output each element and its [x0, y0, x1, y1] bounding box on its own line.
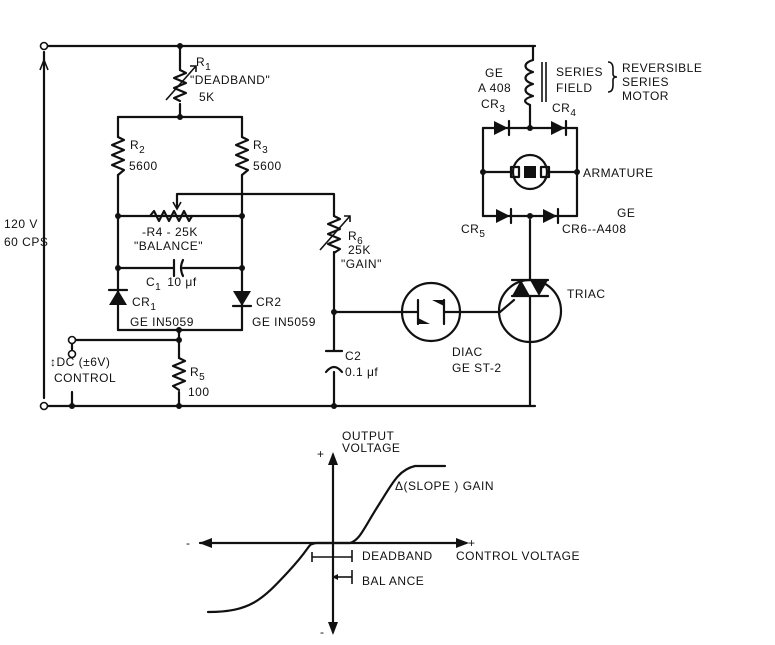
wiring: [42, 44, 537, 408]
r6-gain-resistor: [319, 214, 351, 255]
dc-control-line2: CONTROL: [54, 371, 116, 385]
cr1-diode: [107, 288, 129, 305]
r4-label: -R4 - 25K: [142, 225, 198, 239]
response-curve: [206, 464, 447, 614]
terminal-bottom-left: [39, 401, 49, 411]
transfer-graph: OUTPUT VOLTAGE + - - + CONTROL VOLTAGE Δ…: [186, 429, 580, 639]
motor-title-line2: SERIES: [622, 75, 669, 89]
source-arrow: [39, 57, 49, 395]
r4-balance-label: "BALANCE": [134, 239, 203, 253]
diac-symbol: [398, 281, 464, 343]
y-minus: -: [320, 625, 325, 639]
triac-symbol: [497, 278, 563, 344]
r1-deadband-label: "DEADBAND": [190, 73, 270, 87]
r2-label: R2: [130, 138, 145, 156]
r5-resistor: [171, 356, 187, 392]
cr2-diode: [231, 291, 253, 308]
balance-label: BAL ANCE: [362, 574, 424, 588]
armature-label: ARMATURE: [583, 166, 653, 180]
r1-deadband-resistor: [165, 65, 197, 103]
terminal-dc-bottom: [67, 349, 77, 359]
r2-resistor: [110, 135, 126, 177]
component-labels: R1 "DEADBAND" 5K R2 5600 R3 5600 -R4 - 2…: [4, 55, 702, 399]
cr6-label: CR6--A408: [562, 222, 627, 236]
r1-value: 5K: [199, 90, 215, 104]
c2-capacitor: [324, 349, 344, 374]
terminal-top-left: [39, 41, 49, 51]
x-minus: -: [186, 536, 191, 550]
r6-gain-label: "GAIN": [341, 257, 382, 271]
series-field-coil: [524, 58, 547, 107]
cr3-label: CR3: [481, 97, 505, 115]
y-axis-label-line2: VOLTAGE: [342, 441, 400, 455]
r5-label: R5: [190, 365, 205, 383]
motor-ge: GE: [485, 66, 503, 80]
series-field-line2: FIELD: [556, 81, 593, 95]
field-brace: [607, 61, 618, 93]
cr1-part: GE IN5059: [130, 315, 194, 329]
x-axis-label: CONTROL VOLTAGE: [456, 549, 580, 563]
r2-value: 5600: [129, 159, 158, 173]
diac-part: GE ST-2: [452, 361, 502, 375]
motor-title-line3: MOTOR: [622, 89, 669, 103]
slope-gain-label: Δ(SLOPE ) GAIN: [395, 479, 494, 493]
deadband-label: DEADBAND: [362, 549, 433, 563]
c2-label: C2: [345, 349, 361, 363]
r4-balance-pot: [148, 201, 194, 223]
c1-capacitor: [172, 258, 185, 278]
y-plus: +: [317, 447, 325, 461]
r6-label: R6: [348, 229, 363, 247]
c2-value: 0.1 μf: [345, 365, 378, 379]
cr5-label: CR5: [461, 222, 485, 240]
y-axis-label-line1: OUTPUT: [342, 429, 395, 443]
source-frequency: 60 CPS: [4, 235, 48, 249]
cr4-label: CR4: [552, 101, 576, 119]
motor-title-line1: REVERSIBLE: [622, 61, 702, 75]
triac-label: TRIAC: [567, 287, 606, 301]
terminal-dc-top: [67, 335, 77, 345]
motor-bridge: [481, 119, 579, 225]
r3-resistor: [234, 135, 250, 177]
r3-label: R3: [253, 138, 268, 156]
terminals: [39, 41, 77, 411]
cr1-label: CR1: [132, 295, 156, 313]
series-field-line1: SERIES: [556, 65, 603, 79]
cr2-label: CR2: [256, 295, 282, 309]
source-voltage: 120 V: [4, 217, 38, 231]
cr2-part: GE IN5059: [252, 315, 316, 329]
cr6-ge: GE: [617, 206, 635, 220]
motor-a408: A 408: [478, 81, 511, 95]
dc-control-line1: ↕DC (±6V): [50, 355, 110, 369]
r3-value: 5600: [253, 159, 282, 173]
r5-value: 100: [188, 385, 210, 399]
r6-value: 25K: [348, 243, 371, 257]
x-plus: +: [468, 536, 476, 550]
r1-label: R1: [196, 55, 211, 73]
diac-label: DIAC: [452, 345, 483, 359]
